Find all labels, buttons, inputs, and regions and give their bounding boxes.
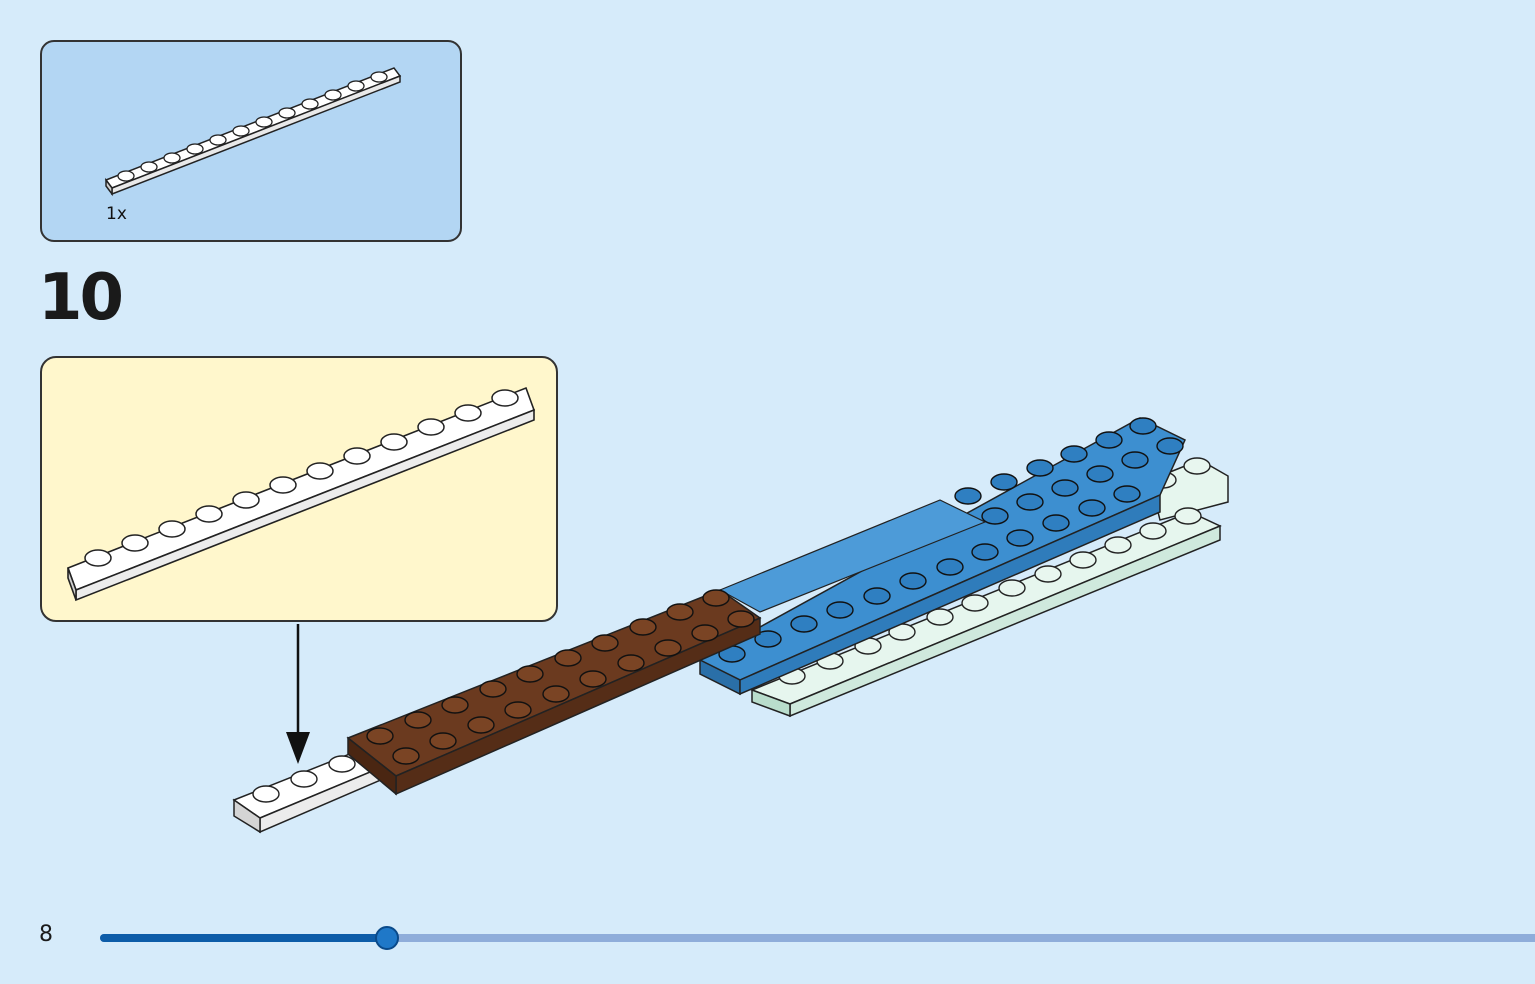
callout-box — [40, 356, 558, 622]
placement-arrow — [286, 624, 310, 764]
brown-plate — [346, 589, 762, 796]
blue-plates — [698, 417, 1186, 696]
parts-list-box: 1x — [40, 40, 462, 242]
progress-fill — [100, 934, 387, 942]
part-quantity: 1x — [106, 204, 127, 224]
step-number: 10 — [38, 261, 124, 335]
progress-bar — [100, 926, 1535, 950]
progress-knob[interactable] — [375, 926, 399, 950]
callout-white-plate — [66, 386, 536, 602]
white-plate-1x12-part — [104, 67, 402, 197]
page-number: 8 — [39, 922, 53, 947]
light-aqua-plates — [749, 457, 1229, 718]
